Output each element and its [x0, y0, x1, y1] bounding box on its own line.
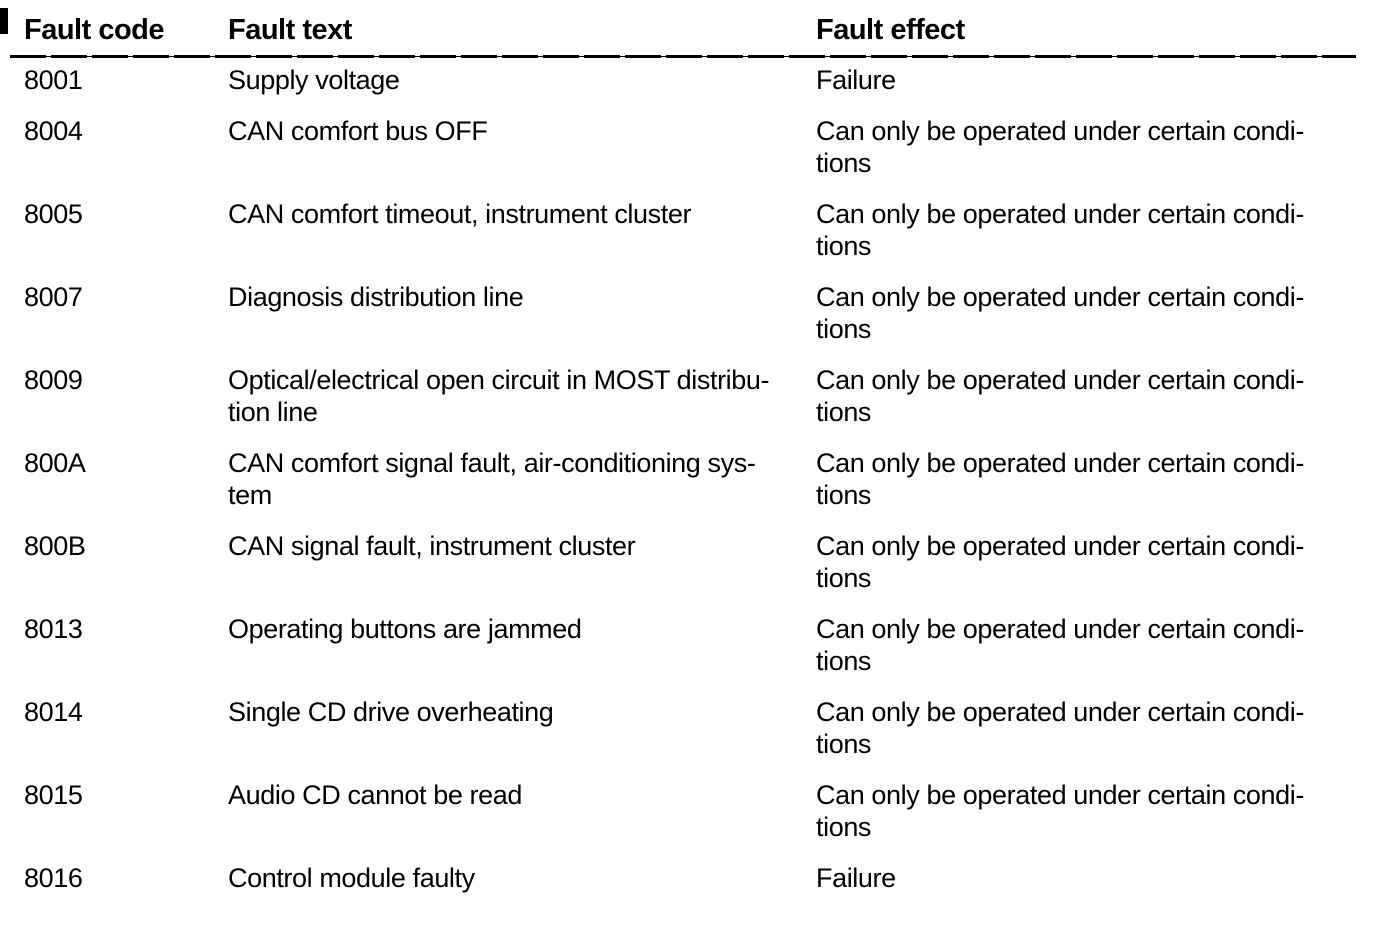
- cell-fault-effect: Can only be operated under certain condi…: [816, 365, 1304, 427]
- cell-fault-text: Diagnosis distribution line: [228, 282, 524, 312]
- header-fault-effect: Fault effect: [816, 14, 965, 46]
- table-row: 8004 CAN comfort bus OFF Can only be ope…: [10, 115, 1356, 198]
- cell-fault-effect: Can only be operated under certain condi…: [816, 282, 1304, 344]
- table-row: 8001 Supply voltage Failure: [10, 58, 1356, 115]
- cell-fault-text: Supply voltage: [228, 65, 400, 95]
- fault-code-table: Fault code Fault text Fault effect 8001 …: [10, 0, 1356, 894]
- cell-fault-effect: Can only be operated under certain condi…: [816, 614, 1304, 676]
- cell-fault-text: Control module faulty: [228, 863, 475, 893]
- table-row: 800B CAN signal fault, instrument cluste…: [10, 530, 1356, 613]
- cell-fault-effect: Can only be operated under certain condi…: [816, 448, 1304, 510]
- header-fault-text: Fault text: [228, 14, 352, 46]
- cell-fault-text: CAN signal fault, instrument cluster: [228, 531, 636, 561]
- table-row: 8007 Diagnosis distribution line Can onl…: [10, 281, 1356, 364]
- header-fault-code: Fault code: [24, 14, 165, 46]
- cell-fault-effect: Can only be operated under certain condi…: [816, 780, 1304, 842]
- cell-fault-code: 8015: [24, 780, 83, 810]
- cell-fault-code: 8007: [24, 282, 83, 312]
- cell-fault-code: 800B: [24, 531, 86, 561]
- cell-fault-code: 8005: [24, 199, 83, 229]
- table-row: 8005 CAN comfort timeout, instrument clu…: [10, 198, 1356, 281]
- cell-fault-code: 8013: [24, 614, 83, 644]
- cell-fault-code: 8004: [24, 116, 83, 146]
- cell-fault-text: Operating buttons are jammed: [228, 614, 582, 644]
- cell-fault-text: Single CD drive overheating: [228, 697, 554, 727]
- cell-fault-effect: Can only be operated under certain condi…: [816, 116, 1304, 178]
- cell-fault-code: 8016: [24, 863, 83, 893]
- cell-fault-effect: Failure: [816, 65, 896, 95]
- table-header-row: Fault code Fault text Fault effect: [10, 0, 1356, 55]
- scan-artifact-mark: [0, 8, 8, 34]
- cell-fault-text: Optical/electrical open circuit in MOST …: [228, 365, 770, 427]
- cell-fault-effect: Failure: [816, 863, 896, 893]
- table-row: 8015 Audio CD cannot be read Can only be…: [10, 779, 1356, 862]
- table-row: 8009 Optical/electrical open circuit in …: [10, 364, 1356, 447]
- cell-fault-code: 800A: [24, 448, 86, 478]
- cell-fault-text: CAN comfort timeout, instrument cluster: [228, 199, 692, 229]
- cell-fault-effect: Can only be operated under certain condi…: [816, 697, 1304, 759]
- cell-fault-text: CAN comfort bus OFF: [228, 116, 488, 146]
- table-row: 8013 Operating buttons are jammed Can on…: [10, 613, 1356, 696]
- cell-fault-code: 8001: [24, 65, 83, 95]
- cell-fault-effect: Can only be operated under certain condi…: [816, 531, 1304, 593]
- cell-fault-code: 8009: [24, 365, 83, 395]
- table-row: 800A CAN comfort signal fault, air-condi…: [10, 447, 1356, 530]
- table-body: 8001 Supply voltage Failure 8004 CAN com…: [10, 58, 1356, 894]
- table-row: 8016 Control module faulty Failure: [10, 862, 1356, 894]
- header-rule-divider: [10, 55, 1356, 58]
- table-row: 8014 Single CD drive overheating Can onl…: [10, 696, 1356, 779]
- cell-fault-text: Audio CD cannot be read: [228, 780, 522, 810]
- cell-fault-code: 8014: [24, 697, 83, 727]
- cell-fault-text: CAN comfort signal fault, air-conditioni…: [228, 448, 756, 510]
- cell-fault-effect: Can only be operated under certain condi…: [816, 199, 1304, 261]
